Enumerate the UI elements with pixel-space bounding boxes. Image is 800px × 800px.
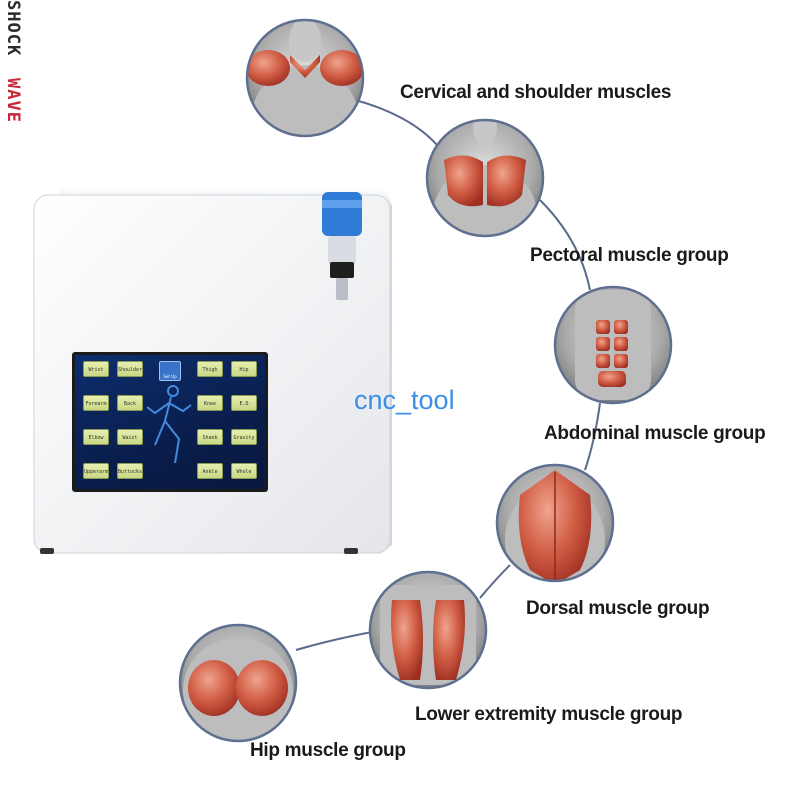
screen-button-ankle[interactable]: Ankle [197, 463, 223, 479]
device-touch-screen: Set Up Wrist Shoulder Forearm Back Elbow… [72, 352, 268, 492]
runner-figure [146, 385, 192, 464]
screen-button-hip[interactable]: Hip [231, 361, 257, 377]
label-abdominal: Abdominal muscle group [544, 423, 766, 444]
screen-button-ed[interactable]: E.D [231, 395, 257, 411]
screen-button-gravity[interactable]: Gravity [231, 429, 257, 445]
label-cervical-shoulder: Cervical and shoulder muscles [400, 82, 672, 103]
circle-abdominal [553, 285, 673, 405]
screen-button-thigh[interactable]: Thigh [197, 361, 223, 377]
setup-button[interactable]: Set Up [159, 361, 181, 381]
screen-button-forearm[interactable]: Forearm [83, 395, 109, 411]
label-dorsal: Dorsal muscle group [526, 598, 710, 619]
screen-button-back[interactable]: Back [117, 395, 143, 411]
circle-dorsal [495, 463, 615, 583]
label-pectoral: Pectoral muscle group [530, 245, 729, 266]
connector-path [120, 83, 601, 686]
screen-button-waist[interactable]: Waist [117, 429, 143, 445]
screen-button-elbow[interactable]: Elbow [83, 429, 109, 445]
screen-button-buttocks[interactable]: Buttocks [117, 463, 143, 479]
screen-button-shoulder[interactable]: Shoulder [117, 361, 143, 377]
setup-button-label: Set Up [163, 374, 177, 379]
screen-button-shank[interactable]: Shank [197, 429, 223, 445]
circle-pectoral [425, 118, 545, 238]
screen-button-whole[interactable]: Whole [231, 463, 257, 479]
screen-button-upperarm[interactable]: Upperarm [83, 463, 109, 479]
label-lower-extremity: Lower extremity muscle group [415, 704, 683, 725]
device-brand: SHOCK WAVE [3, 0, 23, 123]
screen-button-wrist[interactable]: Wrist [83, 361, 109, 377]
circle-cervical-shoulder [245, 18, 365, 138]
label-hip: Hip muscle group [250, 740, 406, 761]
screen-button-knee[interactable]: Knee [197, 395, 223, 411]
watermark-text: cnc_tool [354, 385, 455, 415]
brand-shock: SHOCK [3, 0, 23, 56]
brand-wave: WAVE [3, 78, 23, 123]
circle-lower-extremity [368, 570, 488, 690]
circle-hip [178, 623, 298, 743]
handpiece [322, 192, 362, 300]
